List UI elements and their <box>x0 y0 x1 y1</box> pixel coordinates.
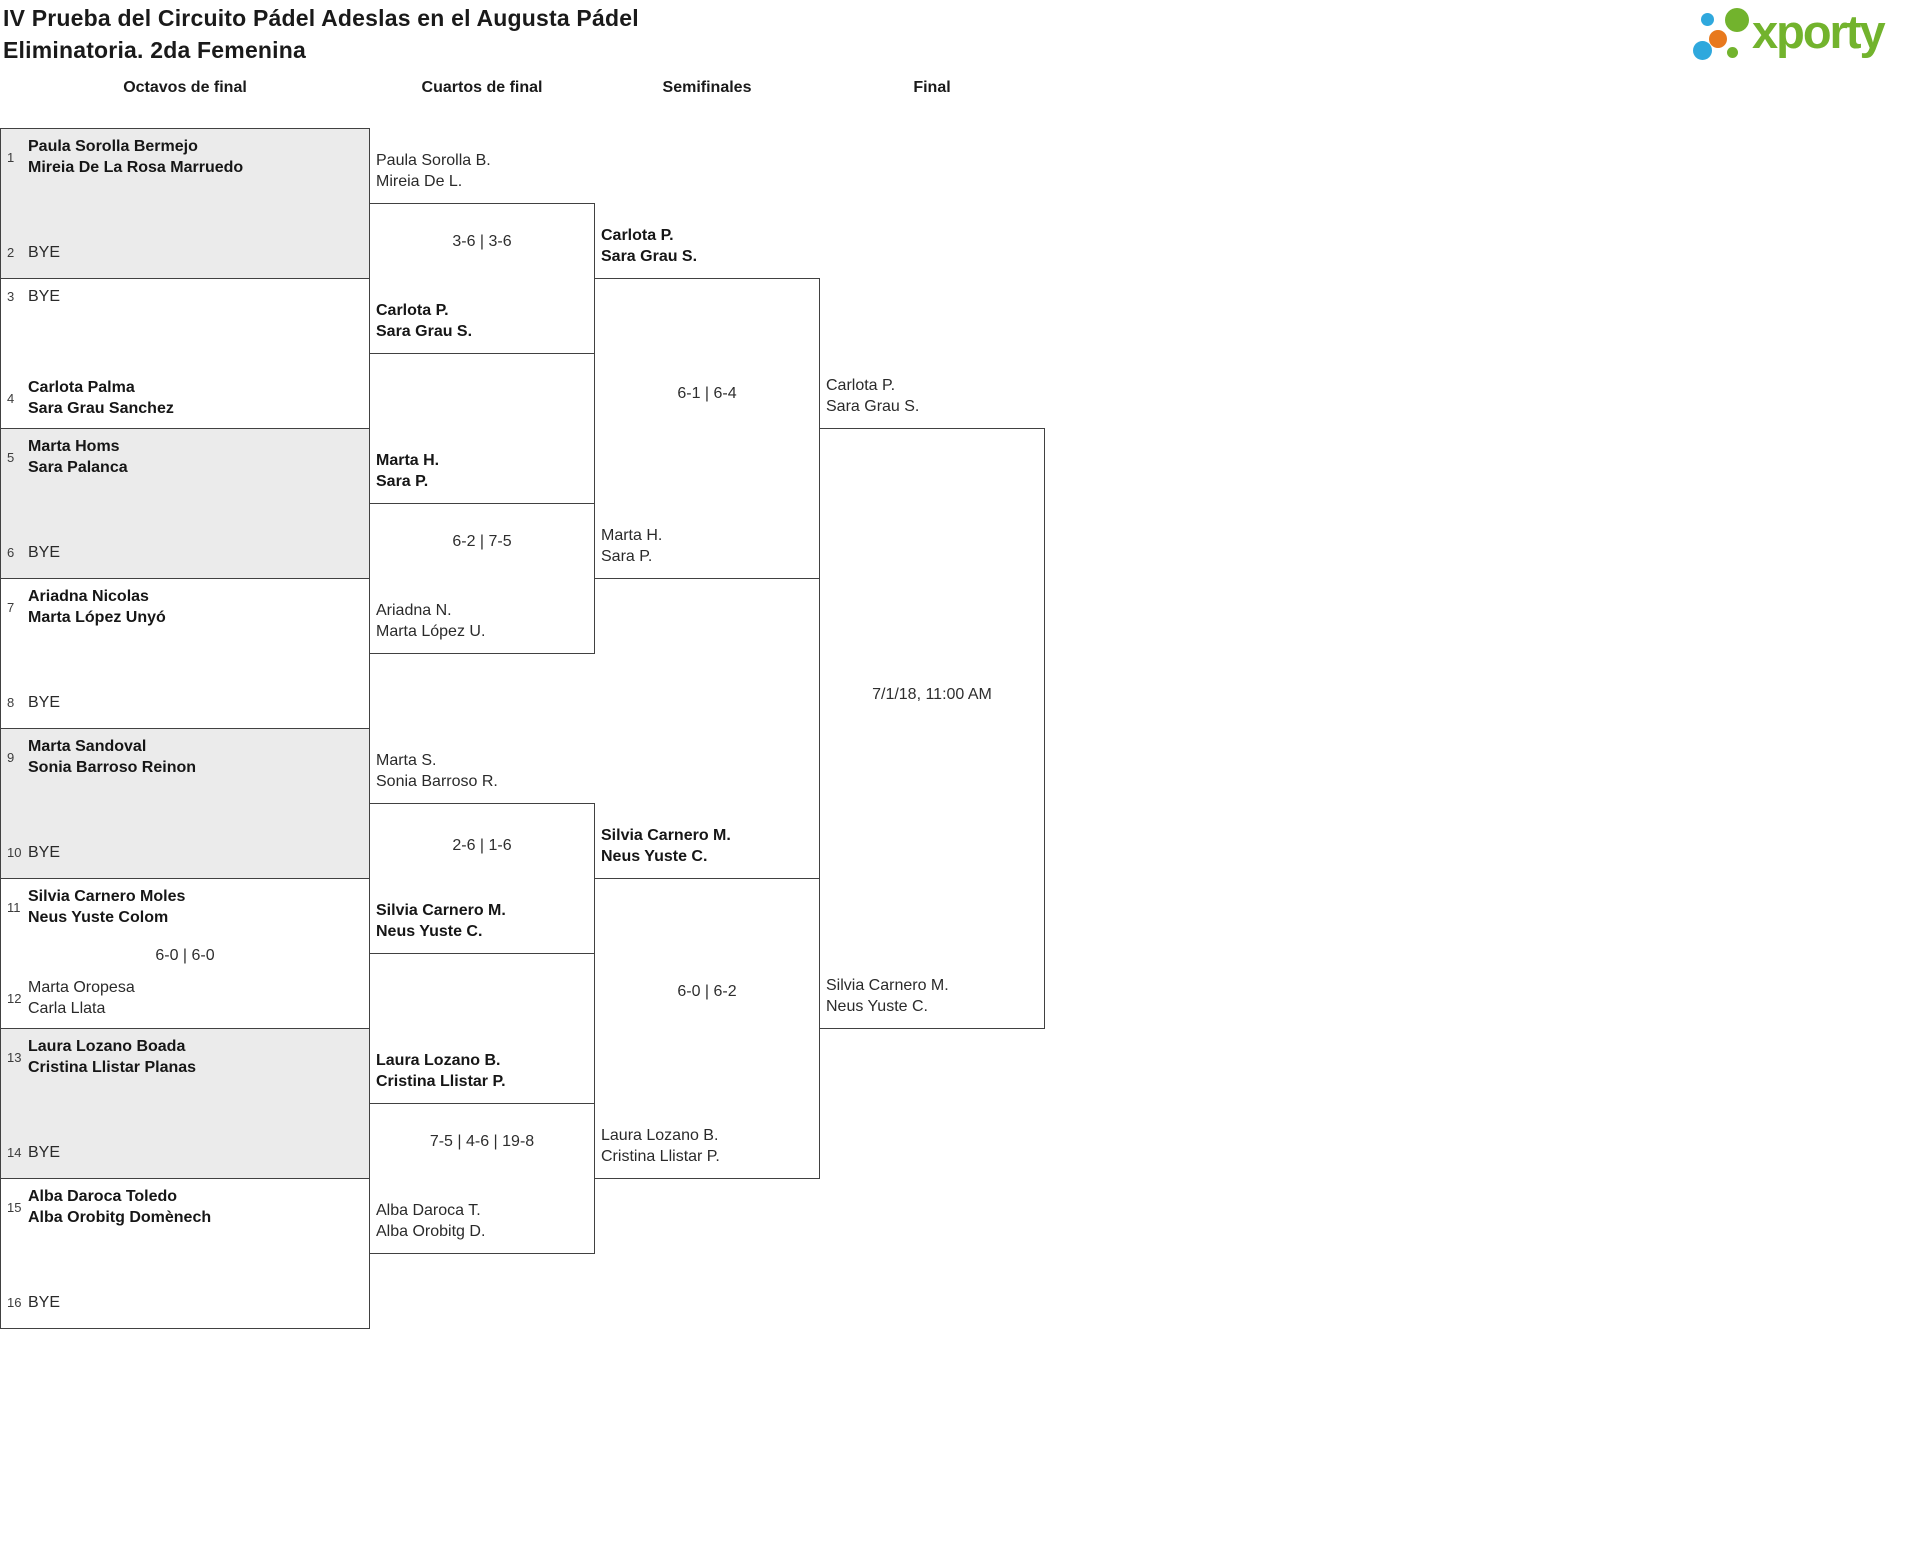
cuartos-4-team-2: Alba Daroca T.Alba Orobitg D. <box>376 1202 486 1240</box>
match-final <box>819 428 1045 1029</box>
xporty-wordmark: xporty <box>1752 5 1886 58</box>
team-names: BYE <box>28 244 61 261</box>
xporty-logo[interactable]: xporty <box>1690 2 1915 66</box>
cuartos-2-score: 6-2 | 7-5 <box>452 533 512 550</box>
seed-number: 6 <box>7 545 15 560</box>
logo-dot-blue-large-icon <box>1693 41 1712 60</box>
semifinal-2-score: 6-0 | 6-2 <box>677 983 737 1000</box>
cuartos-1-score: 3-6 | 3-6 <box>452 233 512 250</box>
seed-number: 3 <box>7 289 15 304</box>
cuartos-3-team-2: Silvia Carnero M.Neus Yuste C. <box>376 902 506 940</box>
team-slot: 2 BYE <box>7 242 60 263</box>
final-team-1: Carlota P.Sara Grau S. <box>826 377 920 415</box>
logo-dot-orange-icon <box>1709 30 1727 48</box>
seed-number: 5 <box>7 449 15 465</box>
semifinal-2-team-2: Laura Lozano B.Cristina Llistar P. <box>601 1127 720 1165</box>
seed-number: 16 <box>7 1295 22 1310</box>
semifinal-1-team-1: Carlota P.Sara Grau S. <box>601 227 698 265</box>
team-names: Marta Oropesa Carla Llata <box>28 979 135 1017</box>
team-names: Carlota Palma Sara Grau Sanchez <box>28 379 174 417</box>
team-names: Ariadna Nicolas Marta López Unyó <box>28 588 166 626</box>
cuartos-3-team-1: Marta S.Sonia Barroso R. <box>376 752 498 790</box>
title-line-2: Eliminatoria. 2da Femenina <box>3 37 307 63</box>
cuartos-2-team-2: Ariadna N.Marta López U. <box>376 602 486 640</box>
seed-number: 4 <box>7 390 15 406</box>
logo-dot-green-small-icon <box>1727 47 1738 58</box>
logo-dot-blue-small-icon <box>1701 13 1714 26</box>
team-names: BYE <box>28 1294 61 1311</box>
team-names: BYE <box>28 844 61 861</box>
team-names: BYE <box>28 1144 61 1161</box>
team-slot: 10 BYE <box>7 842 60 863</box>
team-names: Paula Sorolla Bermejo Mireia De La Rosa … <box>28 138 244 176</box>
team-slot: 11 Silvia Carnero Moles Neus Yuste Colom <box>7 886 185 928</box>
match-octavos-3: 5 Marta Homs Sara Palanca 6 BYE <box>0 428 370 579</box>
seed-number: 2 <box>7 245 15 260</box>
semifinal-1-score: 6-1 | 6-4 <box>677 385 737 402</box>
cuartos-4-team-1: Laura Lozano B.Cristina Llistar P. <box>376 1052 506 1090</box>
team-slot: 8 BYE <box>7 692 60 713</box>
seed-number: 12 <box>7 990 22 1006</box>
round-header-semifinales: Semifinales <box>662 79 752 96</box>
team-slot: 13 Laura Lozano Boada Cristina Llistar P… <box>7 1036 196 1078</box>
team-slot: 5 Marta Homs Sara Palanca <box>7 436 128 478</box>
team-names: Silvia Carnero Moles Neus Yuste Colom <box>28 888 186 926</box>
team-slot: 4 Carlota Palma Sara Grau Sanchez <box>7 377 174 419</box>
seed-number: 8 <box>7 695 15 710</box>
semifinal-1-team-2: Marta H.Sara P. <box>601 527 663 565</box>
team-names: BYE <box>28 694 61 711</box>
seed-number: 11 <box>7 899 21 915</box>
cuartos-1-team-1: Paula Sorolla B.Mireia De L. <box>376 152 491 190</box>
cuartos-2-team-1: Marta H.Sara P. <box>376 452 440 490</box>
team-slot: 1 Paula Sorolla Bermejo Mireia De La Ros… <box>7 136 243 178</box>
team-slot: 6 BYE <box>7 542 60 563</box>
final-team-2: Silvia Carnero M.Neus Yuste C. <box>826 977 949 1015</box>
cuartos-3-score: 2-6 | 1-6 <box>452 837 512 854</box>
match-octavos-2: 3 BYE 4 Carlota Palma Sara Grau Sanchez <box>0 278 370 429</box>
match-score: 6-0 | 6-0 <box>155 947 215 964</box>
match-octavos-1: 1 Paula Sorolla Bermejo Mireia De La Ros… <box>0 128 370 279</box>
team-slot: 3 BYE <box>7 286 60 307</box>
cuartos-4-score: 7-5 | 4-6 | 19-8 <box>429 1133 535 1150</box>
team-slot: 16 BYE <box>7 1292 60 1313</box>
round-header-octavos: Octavos de final <box>123 79 247 96</box>
match-octavos-6: 11 Silvia Carnero Moles Neus Yuste Colom… <box>0 878 370 1029</box>
match-octavos-8: 15 Alba Daroca Toledo Alba Orobitg Domèn… <box>0 1178 370 1329</box>
seed-number: 14 <box>7 1145 22 1160</box>
team-names: BYE <box>28 288 61 305</box>
match-octavos-5: 9 Marta Sandoval Sonia Barroso Reinon 10… <box>0 728 370 879</box>
team-slot: 14 BYE <box>7 1142 60 1163</box>
round-header-final: Final <box>913 79 951 96</box>
seed-number: 9 <box>7 749 15 765</box>
seed-number: 7 <box>7 599 15 615</box>
seed-number: 10 <box>7 845 22 860</box>
team-names: BYE <box>28 544 61 561</box>
team-slot: 15 Alba Daroca Toledo Alba Orobitg Domèn… <box>7 1186 211 1228</box>
seed-number: 13 <box>7 1049 22 1065</box>
team-slot: 9 Marta Sandoval Sonia Barroso Reinon <box>7 736 196 778</box>
team-names: Marta Homs Sara Palanca <box>28 438 128 476</box>
seed-number: 15 <box>7 1199 22 1215</box>
match-octavos-4: 7 Ariadna Nicolas Marta López Unyó 8 BYE <box>0 578 370 729</box>
cuartos-1-team-2: Carlota P.Sara Grau S. <box>376 302 473 340</box>
seed-number: 1 <box>7 149 15 165</box>
team-names: Laura Lozano Boada Cristina Llistar Plan… <box>28 1038 197 1076</box>
team-names: Marta Sandoval Sonia Barroso Reinon <box>28 738 197 776</box>
team-slot: 7 Ariadna Nicolas Marta López Unyó <box>7 586 166 628</box>
final-match-schedule: 7/1/18, 11:00 AM <box>872 686 992 703</box>
team-names: Alba Daroca Toledo Alba Orobitg Domènech <box>28 1188 212 1226</box>
match-octavos-7: 13 Laura Lozano Boada Cristina Llistar P… <box>0 1028 370 1179</box>
round-header-cuartos: Cuartos de final <box>421 79 543 96</box>
team-slot: 12 Marta Oropesa Carla Llata <box>7 977 135 1019</box>
page-title: IV Prueba del Circuito Pádel Adeslas en … <box>3 2 639 66</box>
semifinal-2-team-1: Silvia Carnero M.Neus Yuste C. <box>601 827 731 865</box>
title-line-1: IV Prueba del Circuito Pádel Adeslas en … <box>3 5 639 31</box>
logo-dot-green-large-icon <box>1725 8 1749 32</box>
